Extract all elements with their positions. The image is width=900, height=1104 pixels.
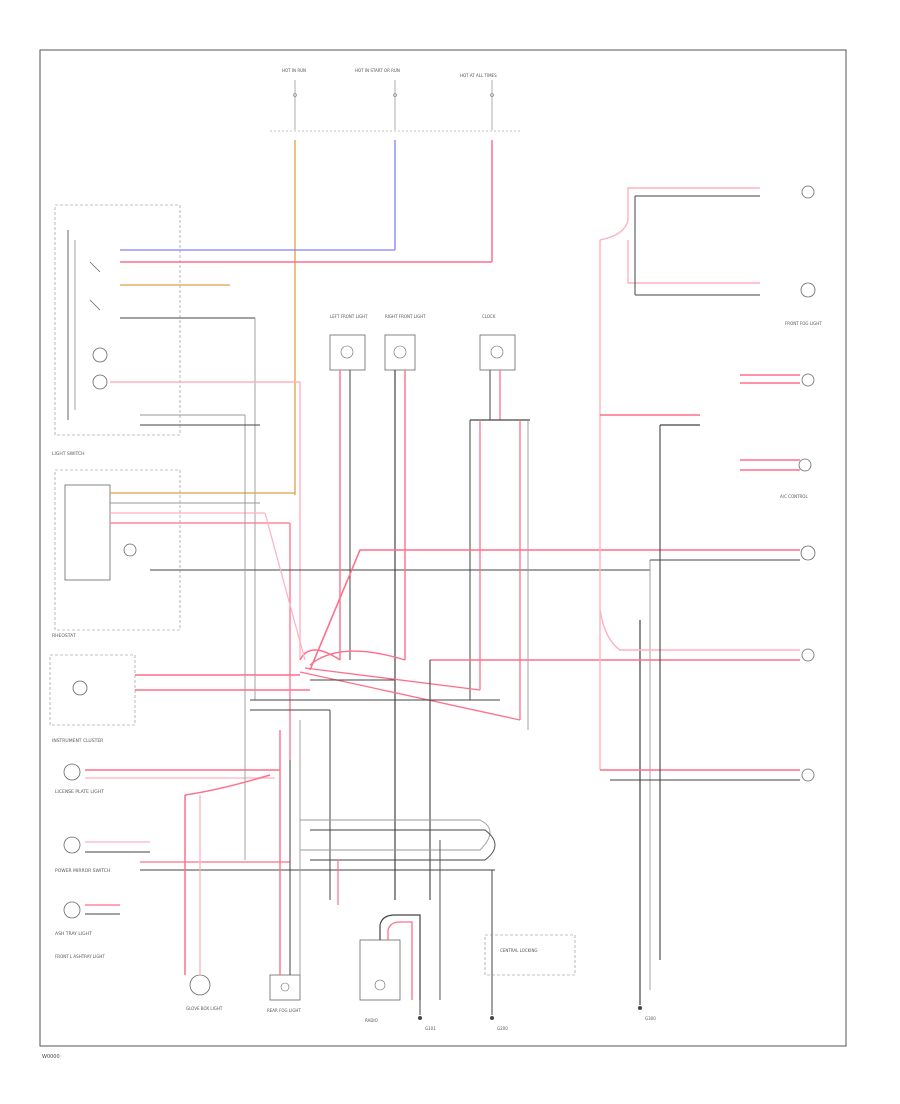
power-mirror-label: POWER MIRROR SWITCH [55,868,110,874]
left-front-light-label: LEFT FRONT LIGHT [330,314,368,319]
fuse-source-hot-in-run: HOT IN RUN [282,68,306,130]
diagram-frame [39,49,847,1047]
clock: CLOCK [479,314,516,371]
diagram-code: W0000 [42,1054,60,1060]
license-plate-light: LICENSE PLATE LIGHT [55,763,104,795]
ash-tray-label: ASH TRAY LIGHT [55,931,92,937]
fuse-source-hot-at-all-times: HOT AT ALL TIMES [460,73,497,130]
ground-g300-label: G300 [645,1016,656,1021]
central-locking: CENTRAL LOCKING [484,934,576,976]
rheostat-label: RHEOSTAT [52,633,76,639]
left-front-light: LEFT FRONT LIGHT [329,314,368,371]
radio-label: RADIO [365,1018,378,1023]
right-front-light-label: RIGHT FRONT LIGHT [385,314,426,319]
rear-fog-light: REAR FOG LIGHT [267,974,301,1013]
instrument-cluster: INSTRUMENT CLUSTER [49,654,136,744]
glove-box-label: GLOVE BOX LIGHT [186,1006,223,1011]
fuse-label-3: HOT AT ALL TIMES [460,73,497,78]
light-switch: LIGHT SWITCH [52,204,181,457]
ac-control-label: A/C CONTROL [780,494,808,499]
ash-tray-light: ASH TRAY LIGHT [55,901,92,937]
rear-fog-label: REAR FOG LIGHT [267,1008,301,1013]
clock-label: CLOCK [482,314,496,319]
glove-box-light: GLOVE BOX LIGHT [186,974,223,1011]
radio: RADIO [359,939,401,1023]
fuse-label-1: HOT IN RUN [282,68,306,73]
front-fog-label: FRONT FOG LIGHT [785,321,822,326]
front-l-ashtray-label: FRONT L ASHTRAY LIGHT [55,954,105,959]
central-locking-label: CENTRAL LOCKING [500,948,538,953]
instrument-cluster-label: INSTRUMENT CLUSTER [52,738,103,744]
license-plate-label: LICENSE PLATE LIGHT [55,789,104,795]
rheostat: RHEOSTAT [52,469,181,639]
power-mirror-switch: POWER MIRROR SWITCH [55,836,110,874]
front-fog-light: FRONT FOG LIGHT [785,282,822,326]
light-switch-label: LIGHT SWITCH [52,451,85,457]
ground-g200-label: G200 [497,1026,508,1031]
fuse-source-hot-in-start-or-run: HOT IN START OR RUN [355,68,400,130]
right-front-light: RIGHT FRONT LIGHT [384,314,426,371]
ground-g101-label: G101 [425,1026,436,1031]
fuse-label-2: HOT IN START OR RUN [355,68,400,73]
ac-control: A/C CONTROL [780,458,812,499]
